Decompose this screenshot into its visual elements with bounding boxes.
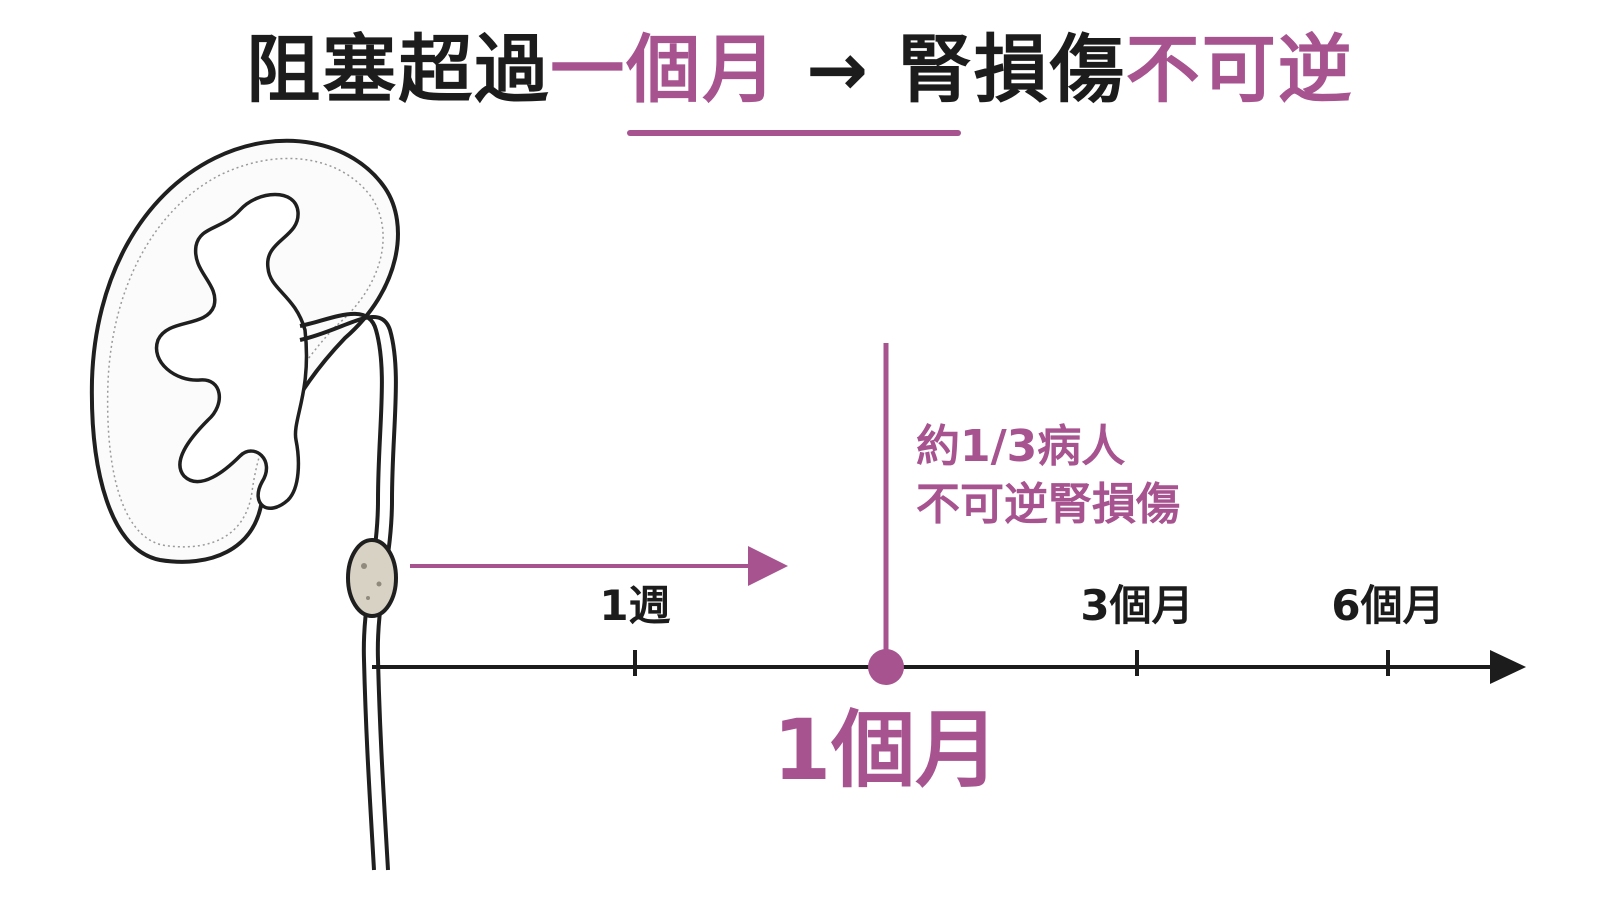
milestone-dot — [868, 649, 904, 685]
timeline-tick-label: 1週 — [599, 581, 671, 630]
stone-texture-dot — [366, 596, 370, 600]
timeline-marks — [633, 343, 1390, 685]
stone-texture-dot — [376, 581, 382, 587]
ureter — [299, 315, 398, 871]
timeline-tick-label: 3個月 — [1080, 581, 1194, 630]
kidney-stone — [346, 538, 398, 618]
note-line-1: 約1/3病人 — [916, 421, 1126, 472]
timeline-arrowhead — [1490, 650, 1526, 684]
timeline-tick-label: 6個月 — [1331, 581, 1445, 630]
ureter-inner — [299, 312, 384, 871]
title-part-1: 阻塞超過 — [246, 27, 551, 113]
renal-pelvis — [154, 192, 309, 510]
kidney-illustration — [89, 138, 400, 871]
title-part-4: 不可逆 — [1125, 27, 1354, 113]
stone-texture-dot — [361, 563, 367, 569]
title-part-2: 一個月 — [550, 27, 779, 113]
note-line-2: 不可逆腎損傷 — [916, 479, 1180, 530]
milestone-label: 1個月 — [772, 701, 1000, 799]
page-title: 阻塞超過一個月 → 腎損傷不可逆 — [0, 22, 1600, 118]
milestone-note: 約1/3病人 不可逆腎損傷 — [916, 418, 1180, 534]
title-part-3: → 腎損傷 — [778, 27, 1126, 113]
